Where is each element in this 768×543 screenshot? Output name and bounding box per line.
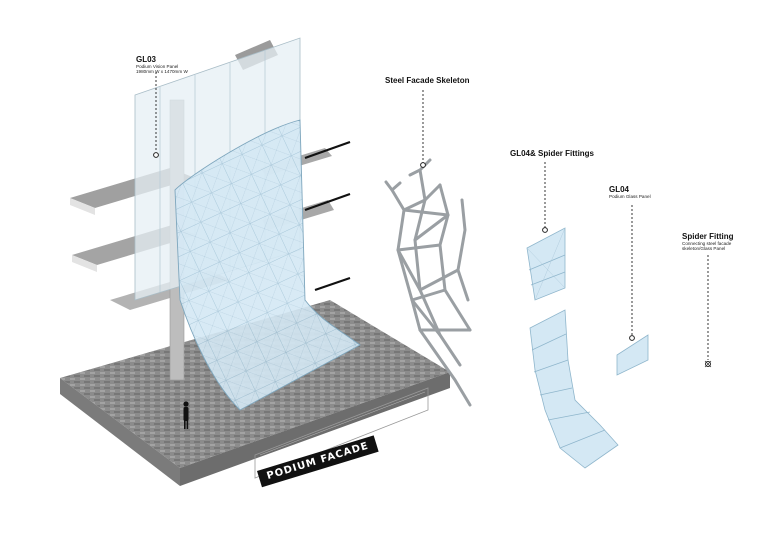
skeleton-title: Steel Facade Skeleton — [385, 76, 470, 85]
gl04-title: GL04 — [609, 185, 630, 194]
cantilever-bars — [304, 140, 351, 292]
gl03-label: GL03 Podium Vision Panel 1980mm W x 1470… — [136, 55, 188, 74]
spider-fitting-line1: Connecting steel facade — [682, 241, 732, 246]
leader-lines — [155, 72, 709, 360]
skeleton-label: Steel Facade Skeleton — [385, 76, 469, 85]
gl03-line1: Podium Vision Panel — [136, 64, 179, 69]
leader-endpoints — [153, 152, 635, 341]
gl04-spider-label: GL04& Spider Fittings — [510, 149, 594, 158]
gl04-spider-title: GL04& Spider Fittings — [510, 149, 595, 158]
steel-facade-skeleton — [384, 158, 472, 407]
spider-fitting — [704, 360, 712, 368]
gl03-line2: 1980mm W x 1470mm W — [136, 69, 188, 74]
spider-fitting-line2: skeleton/Glass Panel — [682, 246, 726, 251]
gl04-upper-panel-group — [526, 227, 566, 301]
gl04-lower-panel-group — [529, 309, 619, 469]
gl04-label: GL04 Podium Glass Panel — [609, 185, 651, 199]
gl04-podium-glass-panel — [616, 334, 649, 376]
podium-glass-facade — [174, 119, 361, 411]
person-figure — [183, 401, 189, 429]
gl03-title: GL03 — [136, 55, 157, 64]
spider-fitting-title: Spider Fitting — [682, 232, 734, 241]
spider-fitting-label: Spider Fitting Connecting steel facade s… — [682, 232, 734, 251]
gl04-line1: Podium Glass Panel — [609, 194, 651, 199]
